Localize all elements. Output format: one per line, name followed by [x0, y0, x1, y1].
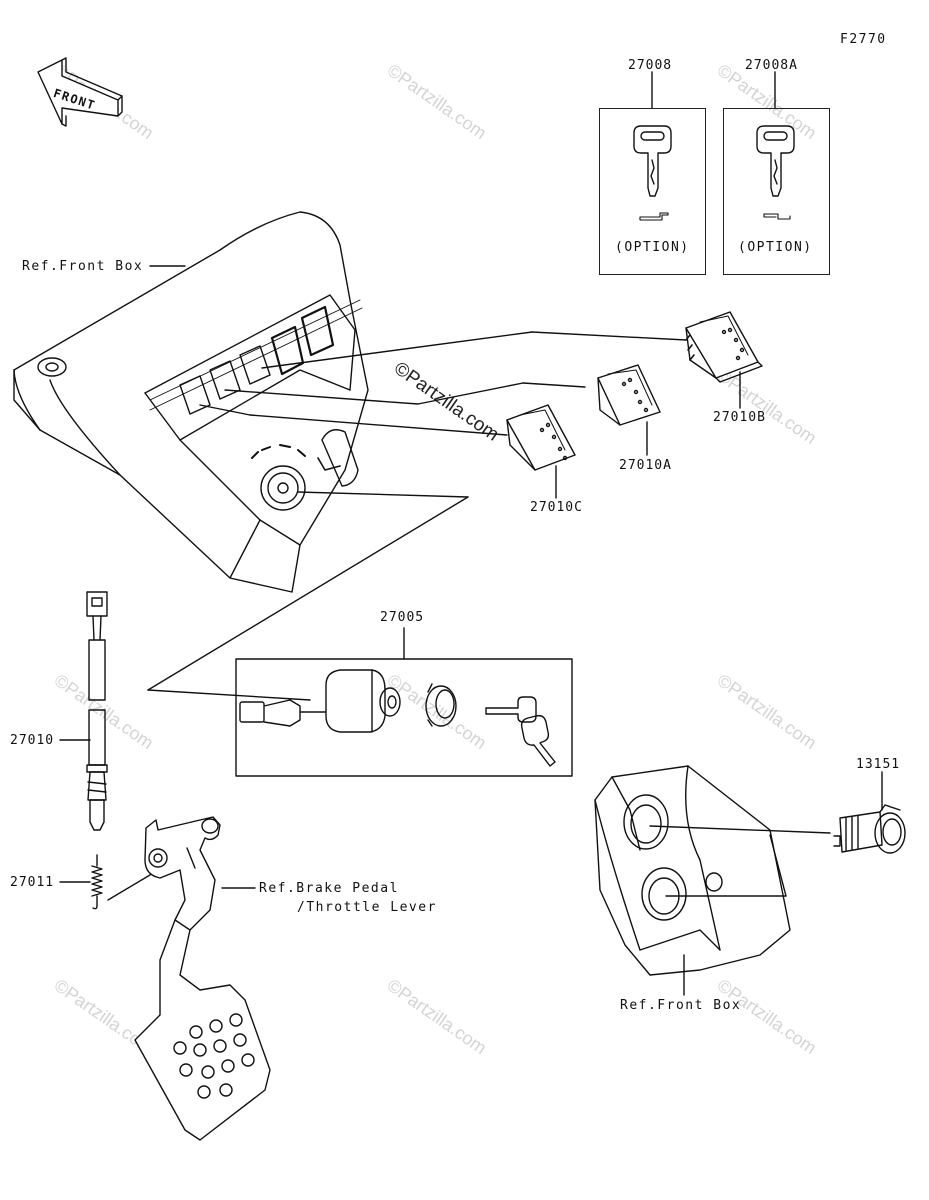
label-27008A: 27008A: [745, 58, 798, 73]
label-13151: 13151: [856, 757, 901, 772]
key-27008-icon: [633, 125, 672, 221]
figure-code: F2770: [840, 32, 887, 47]
key-27008A-icon: [756, 125, 795, 220]
front-arrow-icon: [37, 57, 123, 127]
ref-front-box-top: Ref.Front Box: [22, 259, 144, 274]
power-socket-13151-icon: [833, 804, 906, 854]
rocker-switch-27010C-icon: [506, 404, 576, 471]
ref-front-box-bottom: Ref.Front Box: [620, 998, 742, 1013]
spring-27011-icon: [91, 854, 103, 910]
brake-pedal-icon: [134, 816, 271, 1141]
label-27005: 27005: [380, 610, 425, 625]
rocker-switch-27010B-icon: [685, 311, 763, 383]
front-box-dash: [13, 211, 369, 593]
label-27010B: 27010B: [713, 410, 766, 425]
option-box-27008A: [723, 108, 830, 275]
label-27011: 27011: [10, 875, 55, 890]
front-box-socket-panel: [594, 765, 791, 976]
brake-switch-27010-icon: [86, 591, 108, 831]
ref-brake-pedal-line2: /Throttle Lever: [297, 900, 437, 915]
option-label-27008A: (OPTION): [738, 240, 813, 255]
label-27010: 27010: [10, 733, 55, 748]
label-27010C: 27010C: [530, 500, 583, 515]
option-label-27008: (OPTION): [615, 240, 690, 255]
label-27008: 27008: [628, 58, 673, 73]
option-box-27008: [599, 108, 706, 275]
nut-icon: [425, 683, 457, 727]
label-27010A: 27010A: [619, 458, 672, 473]
keys-pair-icon: [485, 696, 556, 767]
kit-27005-box: [235, 658, 573, 777]
ref-brake-pedal-line1: Ref.Brake Pedal: [259, 881, 399, 896]
ignition-switch-icon: [239, 669, 401, 733]
rocker-switch-27010A-icon: [597, 364, 661, 426]
